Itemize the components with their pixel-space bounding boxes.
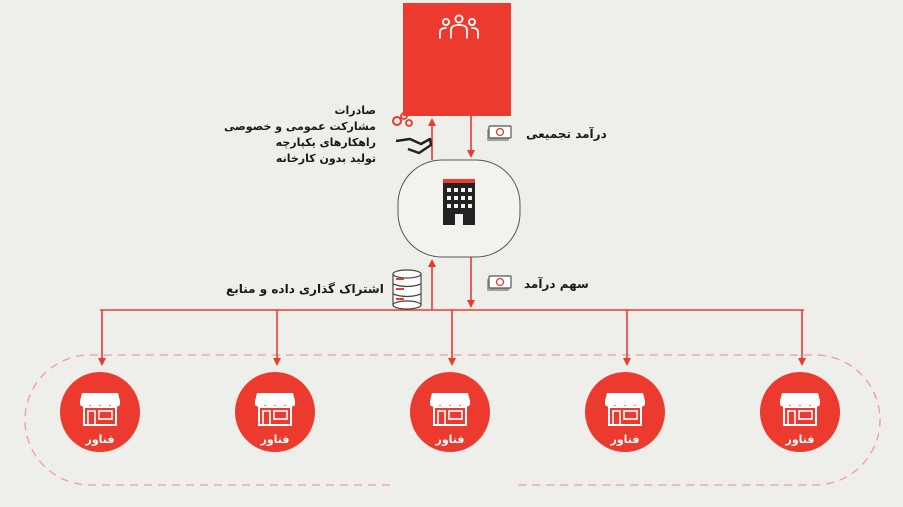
node-label: فناور [785,433,815,446]
node-label: فناور [435,433,465,446]
service-item: مشارکت عمومی و خصوصی [224,120,376,133]
label-revenue-share: سهم درآمد [524,277,589,291]
banknote-icon [486,275,512,292]
top-box [403,3,511,116]
database-icon [392,269,422,310]
node-label: فناور [260,433,290,446]
service-item: تولید بدون کارخانه [275,152,376,165]
service-item: راهکارهای یکپارچه [275,136,376,149]
services-list: صادرات مشارکت عمومی و خصوصی راهکارهای یک… [224,103,376,167]
node-3 [410,372,490,452]
node-label: فناور [610,433,640,446]
hand-gears-icon [392,112,433,155]
node-1 [60,372,140,452]
node-5 [760,372,840,452]
node-4 [585,372,665,452]
office-building-icon [443,179,475,225]
node-label: فناور [85,433,115,446]
node-2 [235,372,315,452]
service-item: صادرات [334,104,376,117]
label-data-sharing: اشتراک گذاری داده و منابع [226,282,384,296]
label-total-revenue: درآمد تجمیعی [526,127,607,141]
banknote-icon [486,125,512,142]
people-group-icon [439,14,479,39]
